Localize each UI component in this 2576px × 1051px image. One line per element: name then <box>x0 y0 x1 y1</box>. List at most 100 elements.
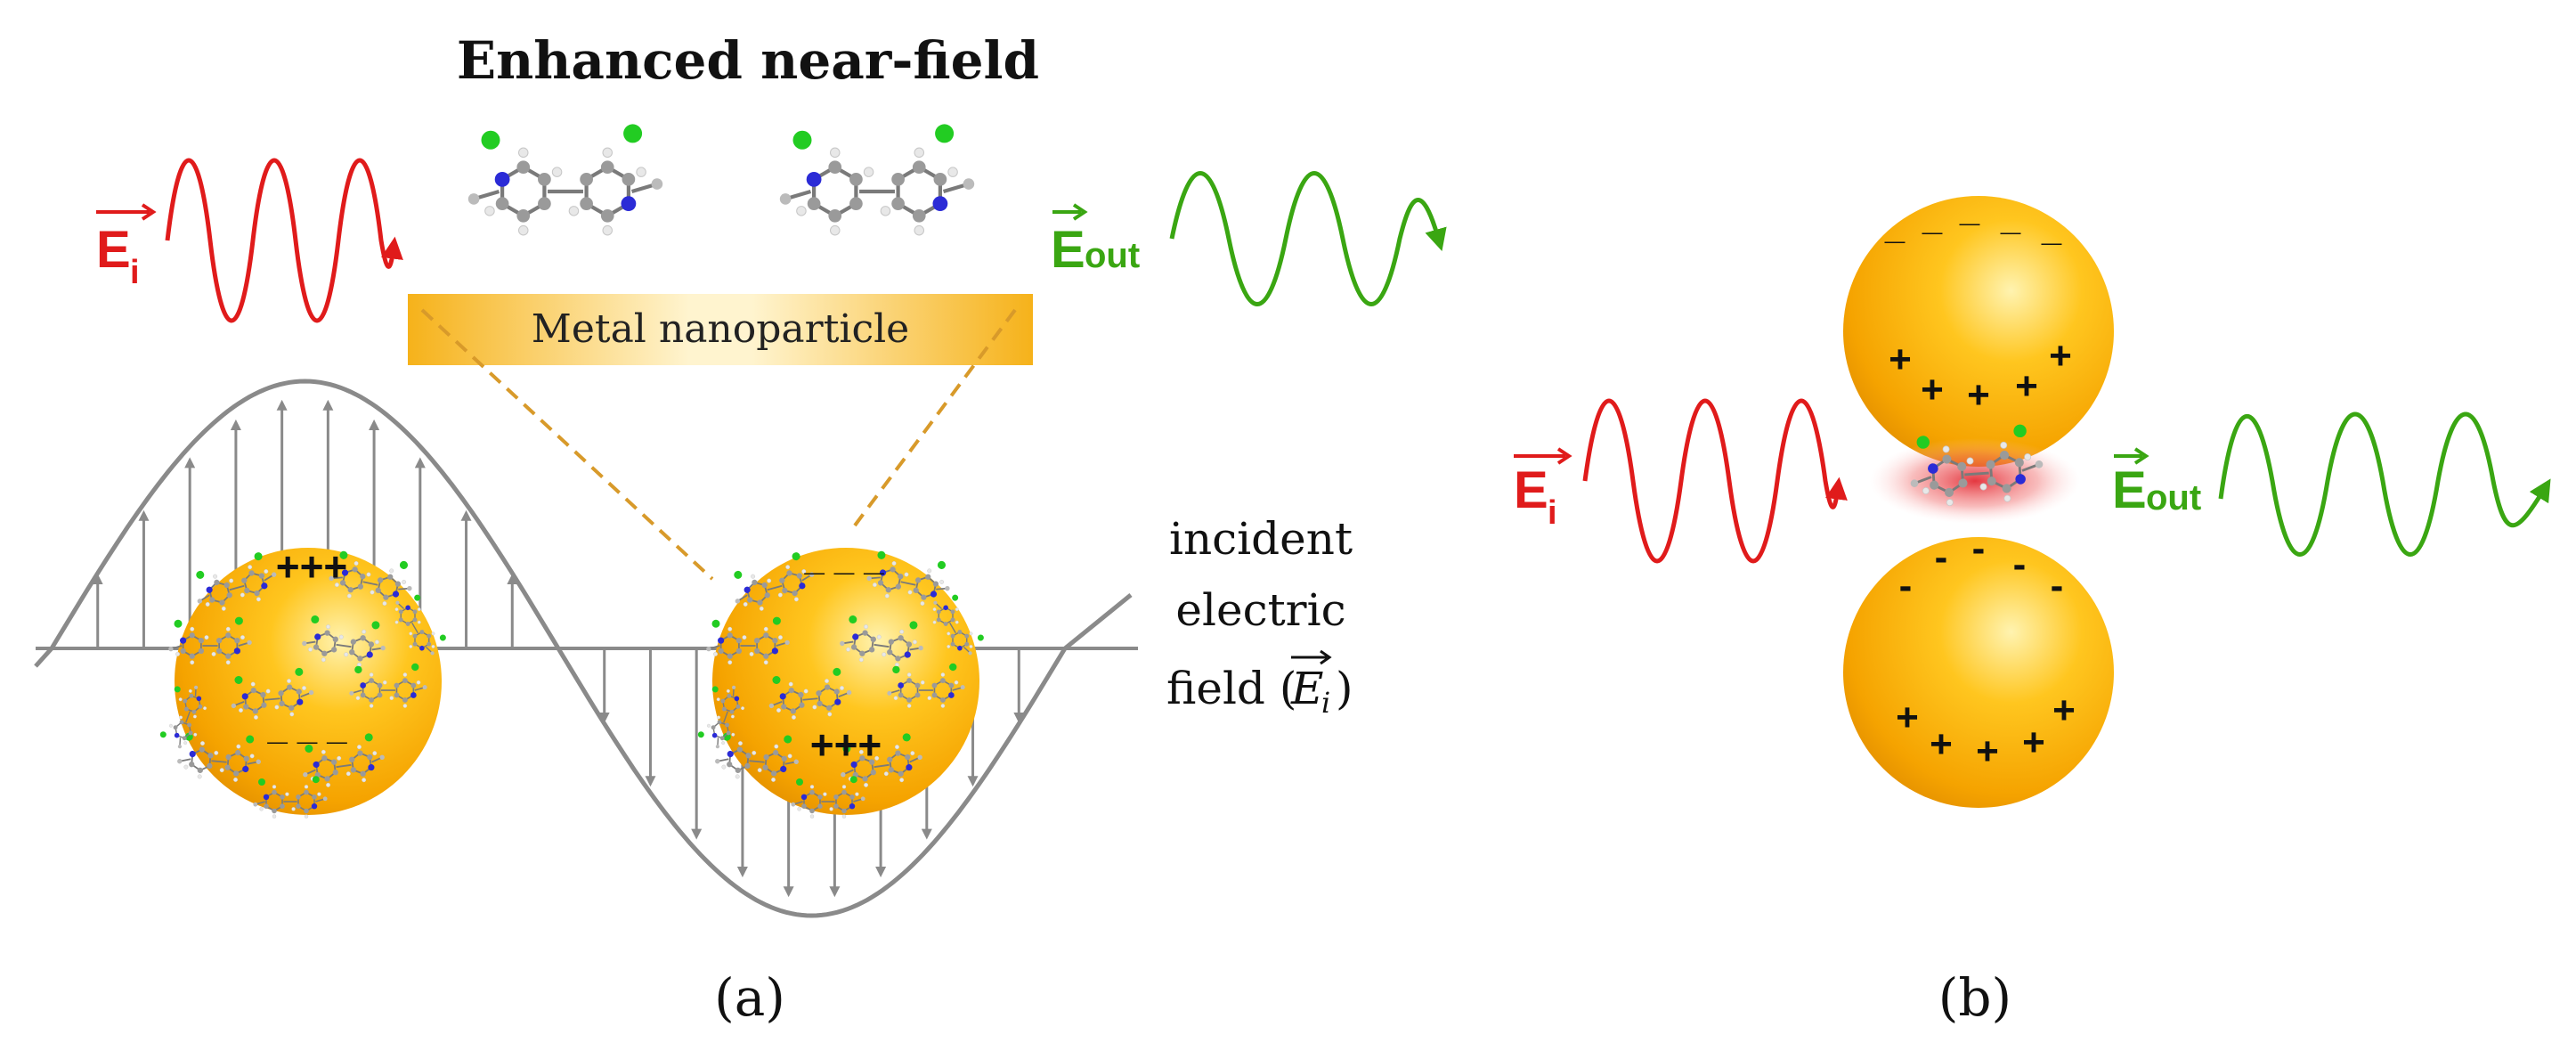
carbon-atom <box>304 789 309 795</box>
hydrogen-atom <box>864 782 869 787</box>
hydrogen-atom <box>369 672 374 677</box>
chlorine-atom <box>711 686 719 693</box>
carbon-atom <box>799 702 805 708</box>
carbon-atom <box>735 638 743 644</box>
carbon-atom <box>467 193 480 205</box>
hydrogen-atom <box>382 680 387 685</box>
hydrogen-atom <box>969 644 973 648</box>
hydrogen-atom <box>264 569 269 574</box>
molecule-bond <box>900 581 916 586</box>
plus-charge: + <box>2052 688 2076 732</box>
hydrogen-atom <box>219 768 224 773</box>
hydrogen-atom <box>880 206 891 216</box>
chlorine-atom <box>772 616 781 625</box>
carbon-atom <box>936 609 941 615</box>
molecule <box>394 594 446 656</box>
carbon-atom <box>895 750 901 756</box>
nitrogen-atom <box>392 591 400 598</box>
carbon-atom <box>752 579 758 586</box>
carbon-atom <box>833 688 840 695</box>
plus-charge: + <box>1921 368 1944 411</box>
carbon-atom <box>180 648 186 654</box>
output-wave-a: E out <box>1051 171 1447 306</box>
hydrogen-atom <box>214 750 219 755</box>
hydrogen-atom <box>894 745 899 750</box>
hydrogen-atom <box>920 680 925 685</box>
carbon-atom <box>422 685 427 690</box>
hydrogen-atom <box>199 741 205 746</box>
nitrogen-atom <box>727 750 734 758</box>
vector-bar-icon <box>2114 447 2149 465</box>
hydrogen-atom <box>345 771 351 777</box>
hydrogen-atom <box>731 732 735 737</box>
carbon-atom <box>215 638 223 644</box>
carbon-atom <box>223 582 230 589</box>
carbon-atom <box>349 690 354 696</box>
hydrogen-atom <box>955 607 959 612</box>
carbon-atom <box>914 692 921 698</box>
carbon-atom <box>888 767 894 773</box>
hydrogen-atom <box>791 714 796 720</box>
carbon-atom <box>840 640 845 647</box>
hydrogen-atom <box>883 771 889 777</box>
carbon-atom <box>859 650 865 656</box>
hydrogen-atom <box>713 651 719 656</box>
carbon-atom <box>773 749 779 756</box>
minus-charge: _ <box>1922 199 1943 238</box>
nitrogen-atom <box>297 698 304 705</box>
green-wave-b <box>2218 411 2551 557</box>
carbon-atom <box>214 579 220 586</box>
carbon-atom <box>1958 478 1968 488</box>
chlorine-atom <box>792 130 812 150</box>
carbon-atom <box>313 644 320 650</box>
carbon-atom <box>321 755 328 762</box>
hydrogen-atom <box>287 679 292 684</box>
carbon-atom <box>809 808 815 814</box>
carbon-atom <box>736 746 743 753</box>
hydrogen-atom <box>203 706 207 711</box>
chlorine-atom <box>952 594 959 601</box>
carbon-atom <box>272 808 277 814</box>
carbon-atom <box>753 638 760 644</box>
hydrogen-atom <box>785 565 791 570</box>
hydrogen-atom <box>1942 445 1950 453</box>
red-wave-a <box>165 158 403 323</box>
carbon-atom <box>950 617 955 623</box>
carbon-atom <box>253 802 258 807</box>
carbon-atom <box>538 197 551 210</box>
molecule <box>706 616 790 665</box>
nitrogen-atom <box>800 794 808 800</box>
hydrogen-atom <box>326 624 331 630</box>
hydrogen-atom <box>767 578 772 583</box>
hydrogen-atom <box>932 620 937 624</box>
carbon-atom <box>427 633 432 639</box>
carbon-atom <box>296 803 301 809</box>
hydrogen-atom <box>285 792 289 796</box>
chlorine-atom <box>784 735 792 744</box>
plus-charge: + <box>1889 338 1912 381</box>
hydrogen-atom <box>752 750 757 755</box>
carbon-atom <box>360 574 366 580</box>
carbon-atom <box>1910 479 1919 487</box>
carbon-atom <box>817 803 823 809</box>
nitrogen-atom <box>771 648 778 655</box>
top-sphere-minus-charges: _____ <box>1884 190 2062 248</box>
carbon-atom <box>324 630 330 636</box>
carbon-atom <box>383 594 389 600</box>
minus-charge: _ <box>1959 190 1980 229</box>
chlorine-atom <box>439 634 446 641</box>
carbon-atom <box>207 753 214 759</box>
carbon-atom <box>950 633 955 639</box>
carbon-atom <box>379 754 385 760</box>
top-sphere-plus-charges: +++++ <box>1889 334 2072 417</box>
carbon-atom <box>495 197 509 210</box>
hydrogen-atom <box>250 681 256 687</box>
hydrogen-atom <box>797 807 801 811</box>
nitrogen-atom <box>494 171 510 187</box>
carbon-atom <box>721 706 727 712</box>
carbon-atom <box>859 755 865 762</box>
nitrogen-atom <box>734 696 740 702</box>
minus-charge: - <box>1899 564 1913 607</box>
carbon-atom <box>198 648 205 654</box>
carbon-atom <box>651 178 663 190</box>
